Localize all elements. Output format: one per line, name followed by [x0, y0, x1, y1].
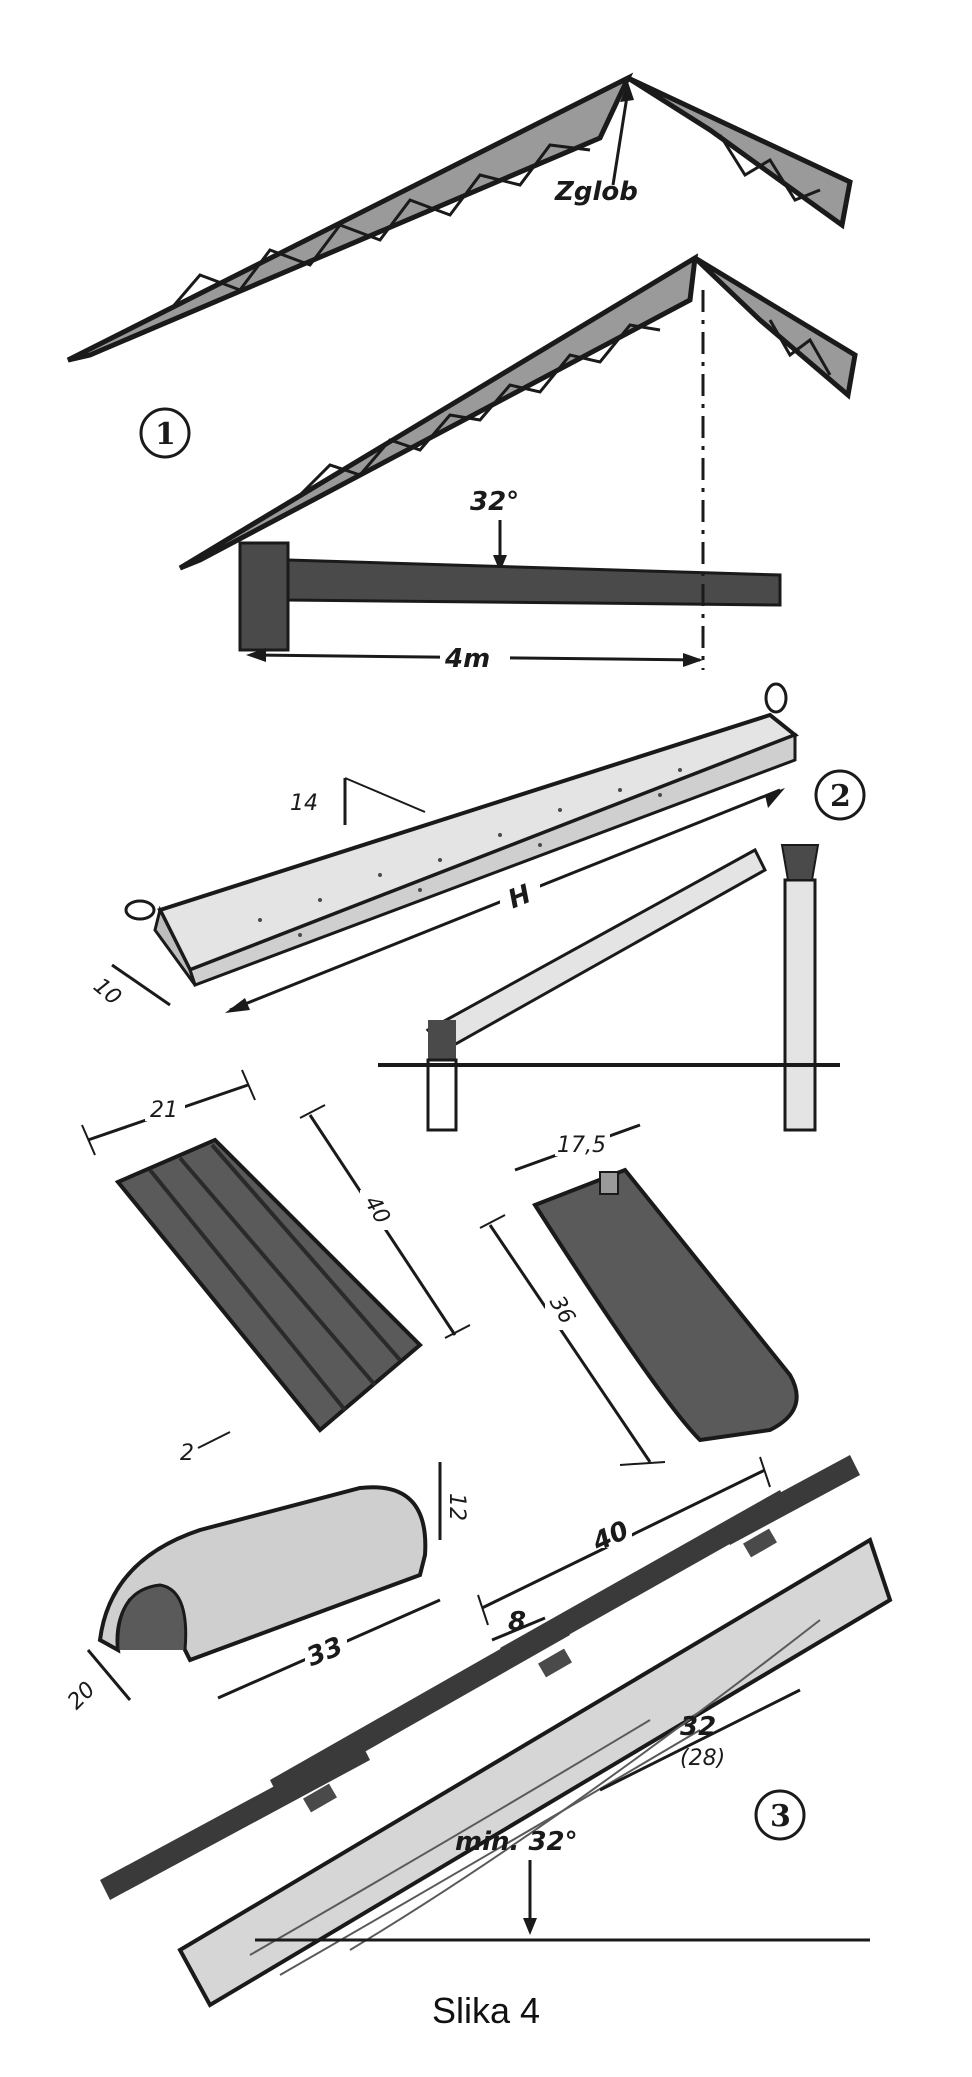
- length-label-bg: [500, 880, 540, 910]
- tile-width-label-bg: [145, 1095, 185, 1121]
- tile-exposure-label: 32: [680, 1712, 716, 1742]
- rafter-beam-end: [153, 905, 197, 986]
- overlap-dim-line: [491, 1616, 546, 1642]
- roof-tile-2: [270, 1615, 570, 1800]
- batten-3: [743, 1528, 777, 1558]
- section1-truss-drawing: Zglob 1 32° 4m: [66, 72, 858, 674]
- section1-number-circle: [139, 407, 191, 459]
- tile-width-tick-left: [81, 1124, 96, 1156]
- upper-truss-web: [168, 134, 821, 311]
- figure-caption: Slika 4: [431, 1990, 541, 2031]
- section2-number-circle: [814, 769, 866, 821]
- section3-number: 3: [770, 1799, 791, 1834]
- flat-tile: [531, 1167, 799, 1443]
- angle-label: 32°: [470, 487, 519, 517]
- ridge-height-label: 12: [444, 1493, 469, 1521]
- tile-exposure-dim-line: [599, 1688, 801, 1792]
- frame-post-head: [780, 844, 820, 881]
- tile-thickness-label: 2: [180, 1441, 194, 1466]
- tile-length-label-bg: [360, 1190, 388, 1230]
- span-label: 4m: [444, 644, 490, 674]
- ridge-width-dim-line: [86, 1649, 132, 1701]
- ridge-tile-opening: [116, 1583, 188, 1651]
- overlap-label: 8: [508, 1607, 526, 1637]
- batten-spacing-tick-left: [477, 1594, 489, 1626]
- batten-1: [303, 1783, 337, 1813]
- roof-tile-4: [720, 1455, 860, 1545]
- wall-block: [238, 541, 290, 652]
- tile-width-tick-right: [241, 1069, 256, 1101]
- lower-truss-left-chord: [178, 253, 699, 571]
- section-rafter: [177, 1537, 893, 2008]
- tile-exposure-alt-label: (28): [680, 1746, 725, 1771]
- batten-2: [538, 1648, 572, 1678]
- tile-length-tick-bottom: [444, 1324, 471, 1339]
- height-dim-leader: [344, 777, 426, 813]
- frame-wall: [426, 1058, 458, 1132]
- ridge-length-label-bg: [305, 1635, 347, 1663]
- joint-arrow: [611, 89, 630, 186]
- rafter-stipple: [258, 768, 682, 937]
- width-dim-line: [111, 963, 171, 1007]
- frame-wall-cap: [428, 1020, 456, 1060]
- rafter-beam-side: [188, 732, 797, 987]
- length-arrow-right: [765, 788, 785, 808]
- slope-arrow-head: [523, 1918, 537, 1935]
- batten-spacing-label-bg: [590, 1520, 632, 1548]
- tile-length-tick-top: [299, 1104, 326, 1119]
- angle-arrow-head: [493, 555, 507, 572]
- flat-tile-length-label-bg: [545, 1290, 573, 1330]
- length-arrow-left: [225, 998, 250, 1013]
- batten-spacing-tick-right: [759, 1456, 771, 1488]
- span-arrow-left: [246, 648, 266, 662]
- ridge-width-label: 20: [63, 1677, 100, 1714]
- tile-width-label: 21: [150, 1098, 178, 1123]
- rafter-beam-top: [157, 712, 799, 973]
- width-dim-label: 10: [88, 973, 126, 1010]
- joint-label: Zglob: [554, 177, 638, 207]
- span-label-bg: [440, 640, 510, 670]
- section2-rafter-drawing: 14 10 H 2: [88, 682, 866, 1132]
- frame-post: [783, 878, 817, 1132]
- height-dim-label: 14: [290, 791, 318, 816]
- roof-tile-3: [500, 1490, 790, 1668]
- lifting-ring-left: [124, 899, 156, 921]
- flat-tile-length-dim-line: [488, 1224, 652, 1463]
- section1-number: 1: [155, 417, 176, 452]
- tile-ribs: [148, 1143, 402, 1412]
- flat-tile-nib: [599, 1171, 619, 1195]
- ceiling-beam: [286, 558, 782, 607]
- flat-tile-width-label: 17,5: [557, 1133, 606, 1158]
- span-arrow-right: [683, 653, 703, 667]
- upper-truss-left-chord: [66, 72, 634, 363]
- flat-tile-width-label-bg: [555, 1130, 610, 1156]
- section2-number: 2: [830, 779, 851, 814]
- interlocking-tile: [114, 1137, 423, 1433]
- upper-truss-right-chord: [626, 75, 853, 230]
- flat-tile-length-tick-top: [479, 1214, 506, 1229]
- wood-grain: [249, 1619, 821, 1976]
- joint-arrow-head: [620, 82, 634, 102]
- lifting-ring-right: [764, 682, 788, 714]
- section3-number-circle: [754, 1789, 806, 1841]
- lower-truss-web: [298, 319, 832, 497]
- slope-label: min. 32°: [455, 1827, 578, 1857]
- flat-tile-length-tick-bottom: [619, 1461, 666, 1466]
- section3-roof-section: 12 33 20 40 8 32 (: [63, 1455, 893, 2008]
- tile-thickness-leader: [197, 1431, 231, 1449]
